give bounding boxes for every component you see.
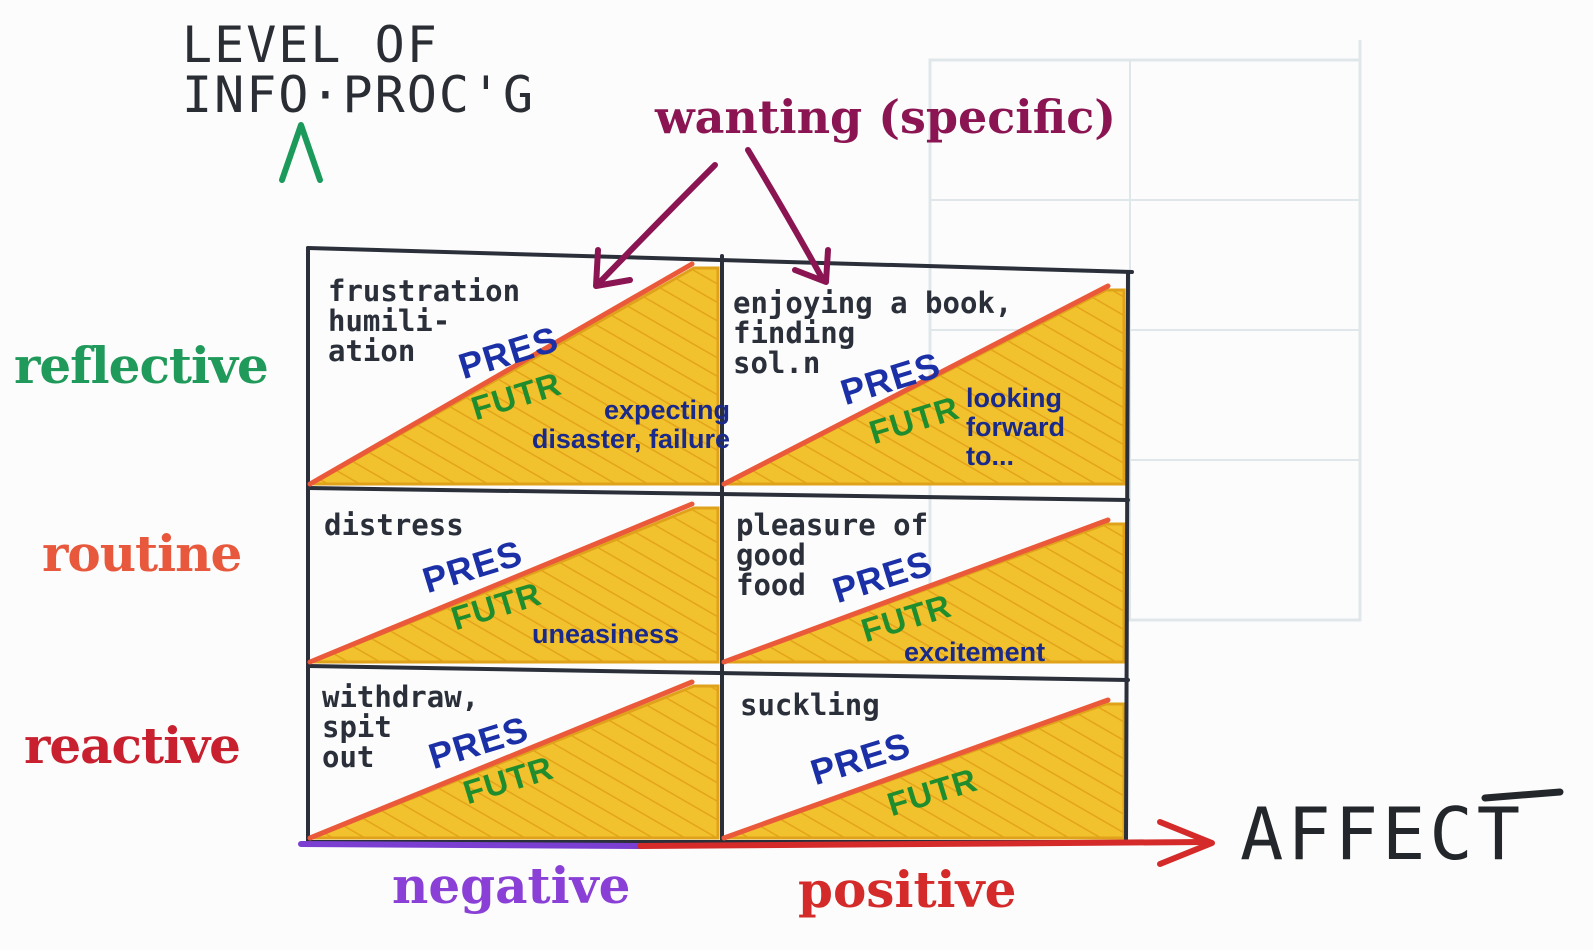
grid-horizontal-2 [306,664,1130,682]
wanting-arrow-left [597,162,718,285]
wanting-arrowhead-right [792,247,831,285]
cell-reflective-negative-text: frustration humili- ation [328,274,521,368]
grid-vertical-2 [1124,270,1130,844]
diagonal-reactive-positive [721,697,1111,841]
cell-reflective-positive-text: enjoying a book, finding sol.n [733,286,1013,380]
wedge-reactive-negative [311,684,720,840]
cell-routine-negative-text: distress [324,508,464,542]
affect-label-negative: negative [392,856,631,915]
diagonal-routine-negative [307,501,695,665]
grid-horizontal-1 [306,486,1130,502]
affect-label-positive: positive [798,860,1017,919]
x-axis-line-positive [637,839,1208,849]
cell-routine-negative-note: uneasiness [532,619,680,649]
level-label-routine: routine [42,524,242,583]
diagonal-reactive-negative [307,679,695,841]
wedge-routine-negative [311,506,720,664]
cell-reactive-positive-text: suckling [740,688,880,722]
cell-reflective-negative-note: expecting disaster, failure [531,395,730,454]
x-axis-arrowhead [1157,819,1215,867]
diagonal-reflective-negative [307,261,695,487]
affect-underline [1481,788,1564,802]
diagonal-reflective-positive [721,283,1111,487]
wedge-reflective-negative [306,266,720,486]
y-axis-arrowhead [279,122,323,183]
wanting-arrow-right [745,147,825,281]
future-wedges [306,266,1126,840]
cell-routine-positive-note: excitement [904,637,1046,667]
x-axis-title: AFFECT [1240,792,1525,876]
cell-reflective-positive-note: looking forward to... [966,383,1066,471]
y-axis-title: LEVEL OF INFO·PROC'G [182,16,536,124]
diagonals [307,261,1111,841]
level-label-reflective: reflective [14,336,269,395]
wanting-annotation: wanting (specific) [655,90,1116,144]
x-axis-line-negative [298,841,643,849]
cell-reactive-negative-text: withdraw, spit out [322,680,480,774]
cell-routine-positive-text: pleasure of good food [736,508,929,602]
level-label-reactive: reactive [24,716,241,775]
diagonal-routine-positive [721,517,1111,665]
wanting-arrowhead-left [593,247,633,289]
